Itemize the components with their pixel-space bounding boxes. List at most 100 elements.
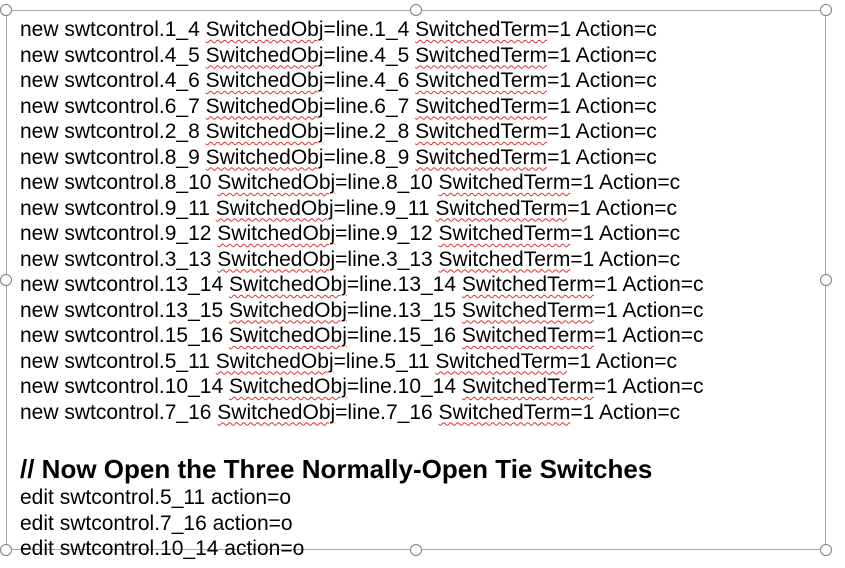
code-line: new swtcontrol.9_11 SwitchedObj=line.9_1… [20,196,820,222]
switched-term-value: =1 Action=c [593,273,704,296]
resize-handle-top-center[interactable] [410,4,422,16]
command-text: new swtcontrol.4_6 [20,69,206,92]
switched-term-key: SwitchedTerm [415,18,548,41]
code-line: new swtcontrol.15_16 SwitchedObj=line.15… [20,323,820,349]
switched-term-value: =1 Action=c [567,349,678,373]
resize-handle-top-right[interactable] [820,4,832,16]
switched-obj-value: =line.9_12 [335,222,439,245]
switched-obj-value: =line.5_11 [333,349,436,373]
command-text: new swtcontrol.1_4 [20,18,206,41]
code-line: new swtcontrol.4_6 SwitchedObj=line.4_6 … [20,68,820,94]
code-line: new swtcontrol.2_8 SwitchedObj=line.2_8 … [20,119,820,145]
switched-term-key: SwitchedTerm [438,171,571,194]
switched-obj-key: SwitchedObj [205,120,324,143]
code-line: new swtcontrol.13_14 SwitchedObj=line.13… [20,272,820,298]
resize-handle-middle-left[interactable] [0,274,12,286]
switched-obj-key: SwitchedObj [205,94,324,118]
switched-term-value: =1 Action=c [567,196,678,220]
command-text: new swtcontrol.4_5 [20,43,206,67]
command-text: new swtcontrol.5_11 [20,349,216,373]
switched-term-value: =1 Action=c [547,94,657,118]
switched-obj-key: SwitchedObj [228,273,347,296]
switched-term-value: =1 Action=c [593,375,704,398]
command-text: new swtcontrol.10_14 [20,375,229,398]
switched-obj-key: SwitchedObj [217,222,336,245]
switched-term-key: SwitchedTerm [438,400,571,424]
switched-term-key: SwitchedTerm [415,145,548,169]
edit-command-line: edit swtcontrol.5_11 action=o [20,486,292,509]
switched-obj-value: =line.4_5 [323,43,416,67]
command-text: new swtcontrol.15_16 [20,324,229,347]
switched-term-key: SwitchedTerm [435,196,568,220]
command-text: new swtcontrol.9_12 [20,222,218,245]
swtcontrol-definitions: new swtcontrol.1_4 SwitchedObj=line.1_4 … [20,17,820,425]
switched-term-key: SwitchedTerm [461,324,594,347]
switched-obj-key: SwitchedObj [205,18,324,41]
switched-obj-key: SwitchedObj [228,324,347,347]
command-text: new swtcontrol.7_16 [20,400,218,424]
switched-term-value: =1 Action=c [547,145,657,169]
command-text: new swtcontrol.2_8 [20,120,206,143]
switched-obj-value: =line.8_9 [323,145,416,169]
command-text: new swtcontrol.8_9 [20,145,206,169]
switched-term-value: =1 Action=c [547,69,657,92]
switched-obj-value: =line.8_10 [335,171,439,194]
code-line: new swtcontrol.8_9 SwitchedObj=line.8_9 … [20,145,820,171]
resize-handle-bottom-right[interactable] [820,544,832,556]
switched-obj-value: =line.7_16 [335,400,439,424]
switched-obj-key: SwitchedObj [205,69,324,92]
edit-command-line: edit swtcontrol.10_14 action=o [20,537,305,560]
code-line: new swtcontrol.10_14 SwitchedObj=line.10… [20,374,820,400]
switched-obj-value: =line.2_8 [323,120,416,143]
resize-handle-top-left[interactable] [0,4,12,16]
switched-obj-value: =line.13_14 [346,273,462,296]
switched-obj-value: =line.15_16 [346,324,462,347]
command-text: new swtcontrol.13_14 [20,273,229,296]
code-line: new swtcontrol.4_5 SwitchedObj=line.4_5 … [20,43,820,69]
switched-obj-key: SwitchedObj [215,196,334,220]
switched-obj-key: SwitchedObj [228,375,347,398]
switched-obj-key: SwitchedObj [217,400,336,424]
switched-term-key: SwitchedTerm [438,247,571,271]
switched-obj-key: SwitchedObj [217,171,336,194]
switched-term-key: SwitchedTerm [415,69,548,92]
switched-term-value: =1 Action=c [547,43,657,67]
switched-term-value: =1 Action=c [570,400,681,424]
switched-term-value: =1 Action=c [570,247,681,271]
switched-obj-key: SwitchedObj [205,43,324,67]
switched-obj-key: SwitchedObj [217,247,336,271]
switched-obj-value: =line.3_13 [335,247,439,271]
resize-handle-bottom-center[interactable] [410,544,422,556]
section-heading: // Now Open the Three Normally-Open Tie … [20,454,653,484]
switched-obj-value: =line.6_7 [323,94,416,118]
switched-obj-key: SwitchedObj [205,145,324,169]
code-line: new swtcontrol.6_7 SwitchedObj=line.6_7 … [20,94,820,120]
switched-obj-value: =line.1_4 [323,18,416,41]
code-line: new swtcontrol.3_13 SwitchedObj=line.3_1… [20,247,820,273]
code-line: new swtcontrol.8_10 SwitchedObj=line.8_1… [20,170,820,196]
command-text: new swtcontrol.9_11 [20,196,216,220]
switched-term-key: SwitchedTerm [461,375,594,398]
code-line: new swtcontrol.9_12 SwitchedObj=line.9_1… [20,221,820,247]
resize-handle-bottom-left[interactable] [0,544,12,556]
switched-term-value: =1 Action=c [570,222,681,245]
command-text: new swtcontrol.3_13 [20,247,218,271]
switched-term-key: SwitchedTerm [461,273,594,296]
switched-term-value: =1 Action=c [547,18,657,41]
switched-term-value: =1 Action=c [570,171,681,194]
command-text: new swtcontrol.8_10 [20,171,218,194]
command-text: new swtcontrol.6_7 [20,94,206,118]
textbox-content[interactable]: new swtcontrol.1_4 SwitchedObj=line.1_4 … [20,17,820,562]
switched-term-value: =1 Action=c [547,120,657,143]
code-line: new swtcontrol.7_16 SwitchedObj=line.7_1… [20,400,820,426]
resize-handle-middle-right[interactable] [820,274,832,286]
switched-term-key: SwitchedTerm [415,94,548,118]
code-line: new swtcontrol.1_4 SwitchedObj=line.1_4 … [20,17,820,43]
code-line: new swtcontrol.13_15 SwitchedObj=line.13… [20,298,820,324]
switched-obj-key: SwitchedObj [215,349,334,373]
switched-term-value: =1 Action=c [593,324,704,347]
code-line: new swtcontrol.5_11 SwitchedObj=line.5_1… [20,349,820,375]
edit-command-line: edit swtcontrol.7_16 action=o [20,511,293,535]
